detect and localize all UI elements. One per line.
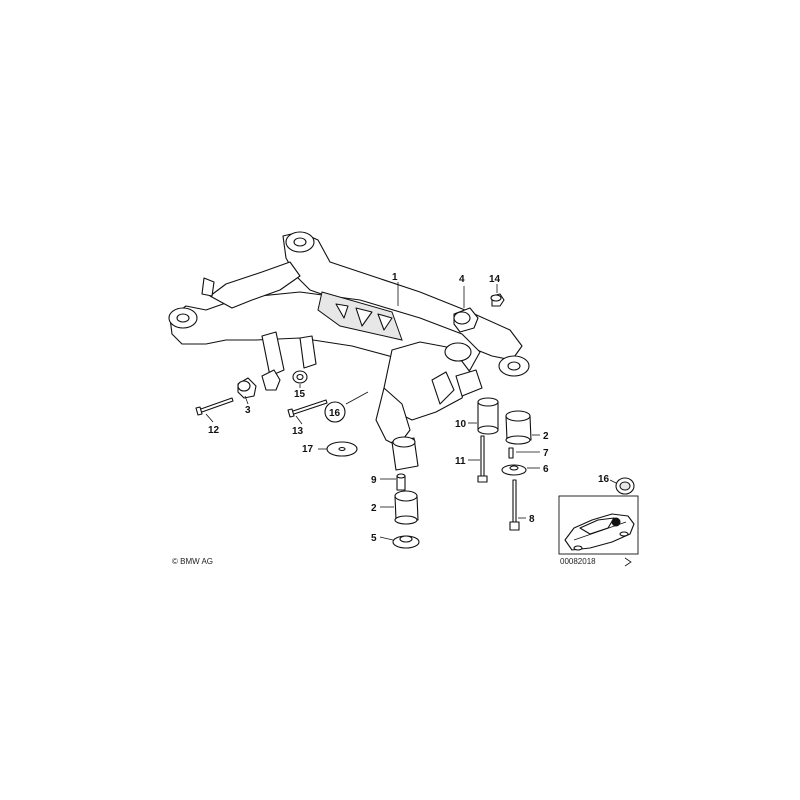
bolt-11[interactable] — [477, 435, 488, 483]
callout-4: 4 — [459, 274, 465, 285]
mount-bushing-2-right[interactable] — [505, 410, 532, 445]
bushing-4[interactable] — [453, 307, 479, 333]
callout-17: 17 — [302, 444, 314, 455]
stop-plate-5[interactable] — [392, 535, 420, 549]
ring-15[interactable] — [292, 370, 308, 384]
callout-8: 8 — [529, 514, 535, 525]
bushing-14[interactable] — [490, 293, 505, 307]
callout-16-inset: 16 — [598, 474, 610, 485]
callout-12: 12 — [208, 425, 220, 436]
leader-lines — [205, 282, 540, 541]
callout-16-main: 16 — [329, 408, 341, 419]
vehicle-inset: 16 — [558, 474, 639, 555]
grommet-16[interactable] — [615, 477, 635, 495]
callout-6: 6 — [543, 464, 549, 475]
mount-bushing-left[interactable] — [391, 436, 419, 471]
washer-17[interactable] — [326, 441, 358, 457]
callout-15: 15 — [294, 389, 306, 400]
sleeve-9[interactable] — [396, 473, 406, 491]
location-marker-icon — [611, 517, 621, 527]
callout-5: 5 — [371, 533, 377, 544]
copyright-text: © BMW AG — [172, 557, 213, 566]
callout-13: 13 — [292, 426, 304, 437]
bolt-12[interactable] — [195, 397, 234, 416]
mount-bushing-2-lower[interactable] — [394, 490, 419, 525]
callout-2-lower: 2 — [371, 503, 377, 514]
callout-14: 14 — [489, 274, 501, 285]
corner-mark-icon — [624, 557, 632, 567]
bushing-carrier[interactable] — [261, 369, 281, 391]
bolt-13[interactable] — [287, 399, 328, 418]
bolt-8[interactable] — [509, 479, 520, 531]
bushing-3[interactable] — [237, 377, 257, 399]
bushing-10[interactable] — [477, 397, 499, 435]
drawing-number: 00082018 — [560, 557, 596, 566]
stop-plate-6[interactable] — [501, 464, 527, 476]
sleeve-7[interactable] — [508, 447, 514, 459]
callout-1: 1 — [392, 272, 398, 283]
callout-2-right: 2 — [543, 431, 549, 442]
callouts: 1 4 14 3 12 15 13 16 17 9 2 5 10 11 2 7 … — [208, 272, 549, 544]
callout-10: 10 — [455, 419, 467, 430]
axle-carrier[interactable] — [168, 231, 530, 447]
callout-9: 9 — [371, 475, 377, 486]
callout-3: 3 — [245, 405, 251, 416]
callout-7: 7 — [543, 448, 549, 459]
callout-11: 11 — [455, 456, 466, 467]
callout-16-circle — [324, 401, 346, 423]
